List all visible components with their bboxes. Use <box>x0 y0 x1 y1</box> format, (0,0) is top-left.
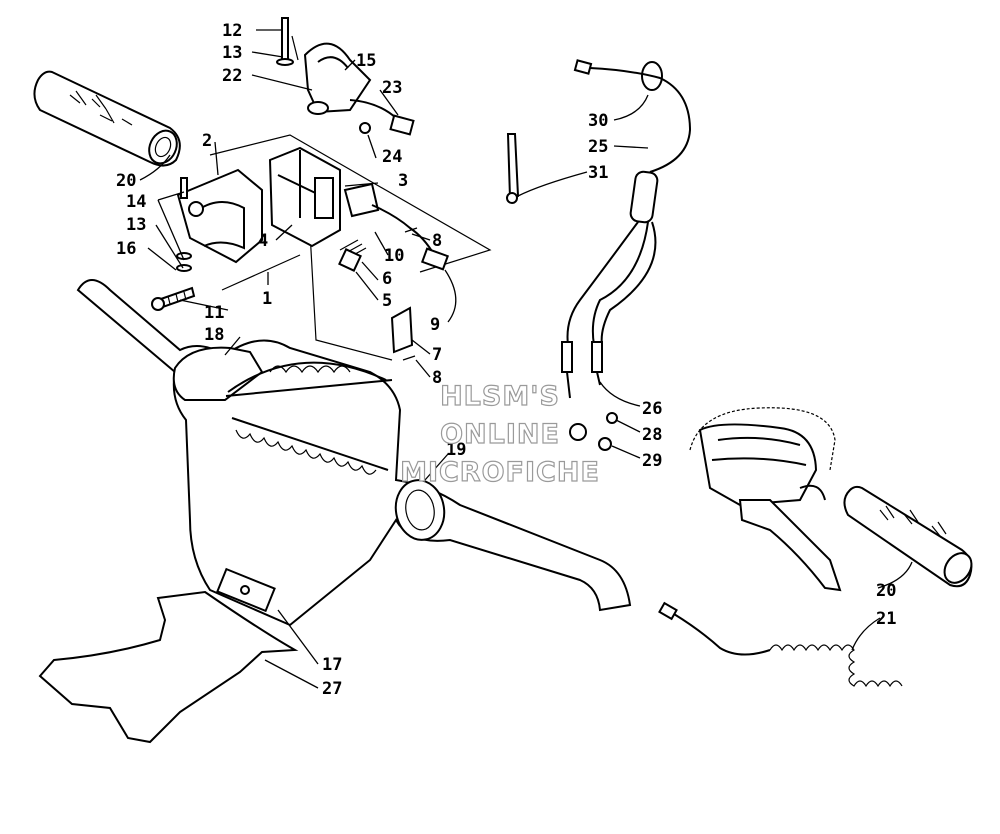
switch-housing-assembly <box>176 134 492 361</box>
callout-6: 6 <box>382 269 392 289</box>
callout-15: 15 <box>356 51 376 71</box>
callout-14: 14 <box>126 192 146 212</box>
callout-28: 28 <box>642 425 662 445</box>
watermark-line-3: MICROFICHE <box>400 457 600 488</box>
callout-22: 22 <box>222 66 242 86</box>
handlebar-cover-pad <box>38 590 299 744</box>
callout-18: 18 <box>204 325 224 345</box>
mounting-hardware <box>151 177 196 311</box>
callout-16: 16 <box>116 239 136 259</box>
callout-25: 25 <box>588 137 608 157</box>
callout-1: 1 <box>262 289 272 309</box>
left-hand-grip <box>33 70 181 167</box>
callout-13: 13 <box>222 43 242 63</box>
callout-labels: 12 13 22 15 23 24 2 3 20 14 13 16 4 8 10… <box>116 21 896 699</box>
callout-29: 29 <box>642 451 662 471</box>
callout-27: 27 <box>322 679 342 699</box>
leader-lines <box>139 29 913 689</box>
callout-13-lower: 13 <box>126 215 146 235</box>
callout-7: 7 <box>432 345 442 365</box>
handlebar <box>76 279 632 627</box>
callout-3: 3 <box>398 171 408 191</box>
callout-10: 10 <box>384 246 404 266</box>
callout-8-upper: 8 <box>432 231 442 251</box>
callout-11: 11 <box>204 303 224 323</box>
callout-12: 12 <box>222 21 242 41</box>
callout-9: 9 <box>430 315 440 335</box>
callout-17: 17 <box>322 655 342 675</box>
callout-4: 4 <box>258 231 268 251</box>
callout-26: 26 <box>642 399 662 419</box>
callout-19: 19 <box>446 440 466 460</box>
callout-30: 30 <box>588 111 608 131</box>
watermark-line-2: ONLINE <box>440 419 560 450</box>
callout-20-right: 20 <box>876 581 896 601</box>
callout-5: 5 <box>382 291 392 311</box>
throttle-cable <box>506 59 692 451</box>
right-hand-grip <box>843 485 973 588</box>
callout-20-left: 20 <box>116 171 136 191</box>
callout-8-lower: 8 <box>432 368 442 388</box>
callout-23: 23 <box>382 78 402 98</box>
grip-heater-wire <box>658 601 903 688</box>
watermark: HLSM'S ONLINE MICROFICHE <box>399 380 600 488</box>
callout-21: 21 <box>876 609 896 629</box>
brake-master-cylinder <box>689 407 842 592</box>
callout-2: 2 <box>202 131 212 151</box>
watermark-line-1: HLSM'S <box>440 381 560 412</box>
callout-31: 31 <box>588 163 608 183</box>
throttle-lever-assembly <box>276 17 415 136</box>
callout-24: 24 <box>382 147 402 167</box>
